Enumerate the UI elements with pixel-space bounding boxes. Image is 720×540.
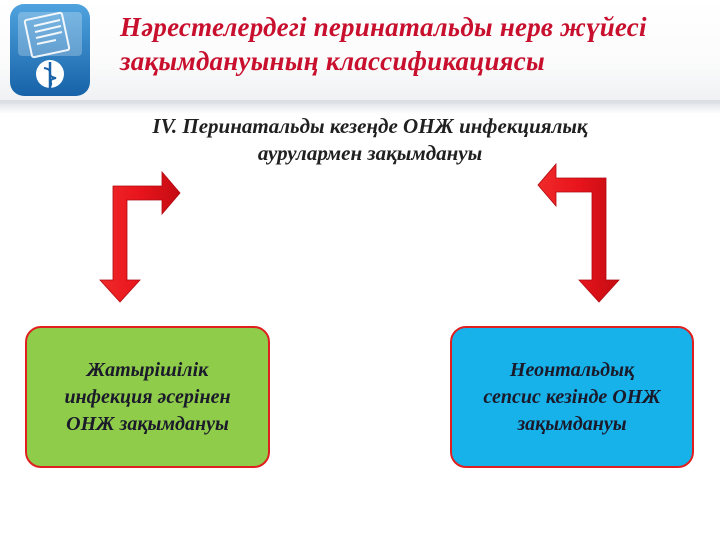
left-double-arrow-icon — [99, 170, 181, 303]
right-box-line-1: Неонтальдық — [509, 358, 635, 381]
slide-header — [0, 0, 720, 104]
header-shadow — [0, 100, 720, 114]
subtitle-line-2: аурулармен зақымдануы — [257, 141, 483, 165]
section-subtitle: IV. Перинатальды кезеңде ОНЖ инфекциялық… — [100, 113, 640, 167]
medical-logo-icon — [10, 4, 90, 96]
subtitle-line-1: IV. Перинатальды кезеңде ОНЖ инфекциялық — [152, 114, 588, 138]
right-box-line-3: зақымдануы — [517, 412, 627, 435]
right-double-arrow-icon — [537, 162, 620, 303]
left-box-line-3: ОНЖ зақымдануы — [66, 412, 229, 435]
slide-title: Нәрестелердегі перинатальды нерв жүйесі … — [120, 10, 700, 78]
title-line-2: зақымдануының классификациясы — [120, 46, 545, 76]
intrauterine-infection-box: Жатырішілік инфекция әсерінен ОНЖ зақымд… — [25, 326, 270, 468]
right-box-line-2: сепсис кезінде ОНЖ — [483, 385, 661, 408]
left-box-line-1: Жатырішілік — [86, 358, 209, 381]
title-line-1: Нәрестелердегі перинатальды нерв жүйесі — [120, 12, 647, 42]
neonatal-sepsis-box: Неонтальдық сепсис кезінде ОНЖ зақымдану… — [450, 326, 694, 468]
left-box-line-2: инфекция әсерінен — [64, 385, 231, 408]
